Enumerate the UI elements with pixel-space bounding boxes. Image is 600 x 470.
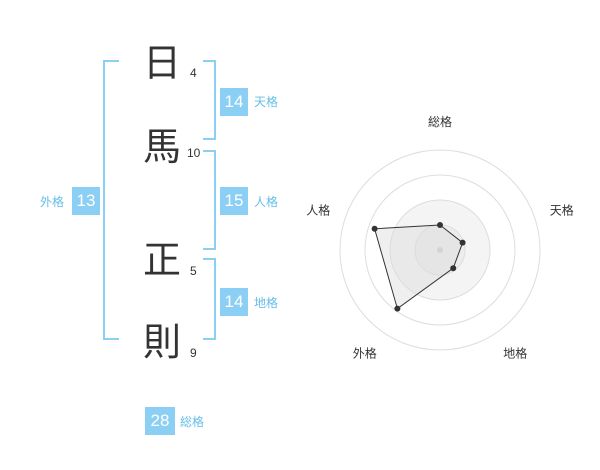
- name-char-4: 則: [143, 320, 182, 364]
- jinkaku-bracket: [203, 150, 216, 250]
- gaikaku-bracket: [103, 60, 119, 340]
- radar-axis-label-5: 人格: [306, 202, 330, 217]
- radar-axis-label-2: 天格: [550, 202, 574, 217]
- chikaku-badge: 14: [220, 288, 248, 316]
- chikaku-bracket: [203, 258, 216, 340]
- name-char-3: 正: [143, 238, 182, 282]
- jinkaku-label: 人格: [254, 195, 279, 209]
- radar-area: [373, 224, 464, 310]
- tenkaku-bracket: [203, 60, 216, 140]
- radar-axis-label-4: 外格: [353, 346, 377, 361]
- radar-center: [437, 247, 443, 253]
- tenkaku-badge: 14: [220, 88, 248, 116]
- radar-point-4: [394, 305, 401, 312]
- gaikaku-label: 外格: [40, 195, 65, 209]
- stroke-count-4: 9: [190, 346, 197, 360]
- name-char-2: 馬: [143, 125, 182, 169]
- name-char-1: 日: [143, 41, 182, 85]
- soukaku-label: 総格: [180, 415, 205, 429]
- radar-point-1: [437, 222, 443, 228]
- stroke-count-3: 5: [190, 264, 197, 278]
- radar-point-2: [459, 239, 466, 246]
- chikaku-label: 地格: [254, 296, 279, 310]
- stroke-count-2: 10: [187, 146, 201, 160]
- radar-axis-label-1: 総格: [428, 114, 452, 129]
- tenkaku-label: 天格: [254, 95, 279, 109]
- gaikaku-badge: 13: [72, 187, 100, 215]
- stroke-count-1: 4: [190, 66, 197, 80]
- radar-axis-label-3: 地格: [503, 346, 527, 361]
- radar-point-5: [371, 225, 378, 232]
- radar-point-3: [450, 265, 457, 272]
- jinkaku-badge: 15: [220, 187, 248, 215]
- soukaku-badge: 28: [145, 407, 175, 435]
